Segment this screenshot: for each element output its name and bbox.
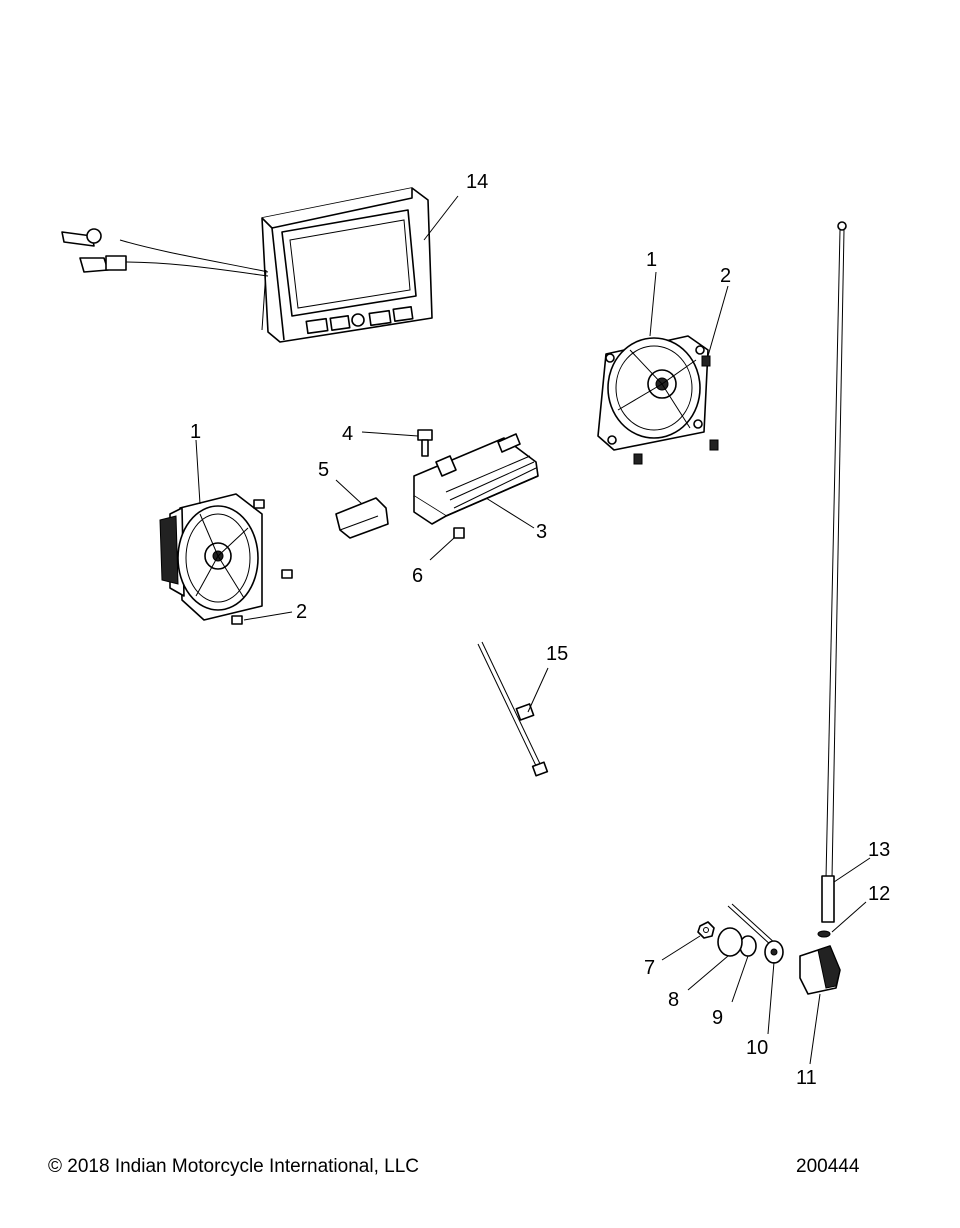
washer-large: [717, 927, 743, 957]
fitting: [453, 527, 465, 539]
callout-6: 6: [412, 565, 423, 587]
bolt: [417, 429, 433, 457]
connector: [335, 497, 389, 539]
drawing-number: 200444: [796, 1156, 860, 1177]
callout-2-left: 2: [296, 601, 307, 623]
speaker-left: [159, 493, 263, 621]
callout-12: 12: [868, 883, 890, 905]
callout-8: 8: [668, 989, 679, 1011]
callout-3: 3: [536, 521, 547, 543]
screws-left: [231, 499, 293, 625]
callout-11: 11: [796, 1067, 817, 1089]
callout-1-left: 1: [190, 421, 201, 443]
callout-7: 7: [644, 957, 655, 979]
o-ring: [817, 930, 831, 938]
callout-5: 5: [318, 459, 329, 481]
callout-10: 10: [746, 1037, 768, 1059]
antenna-base: [799, 945, 841, 995]
callout-9: 9: [712, 1007, 723, 1029]
copyright-text: © 2018 Indian Motorcycle International, …: [48, 1156, 419, 1177]
callout-2-right: 2: [720, 265, 731, 287]
callout-15: 15: [546, 643, 568, 665]
callout-13: 13: [868, 839, 890, 861]
speaker-right: [597, 335, 709, 451]
cable-tie: [477, 641, 549, 777]
display-unit: [61, 187, 433, 343]
callout-4: 4: [342, 423, 353, 445]
callout-1-right: 1: [646, 249, 657, 271]
antenna-mast: [821, 221, 847, 923]
amplifier: [413, 433, 539, 525]
nut: [697, 921, 715, 939]
callout-14: 14: [466, 171, 488, 193]
screws-right: [633, 355, 719, 465]
